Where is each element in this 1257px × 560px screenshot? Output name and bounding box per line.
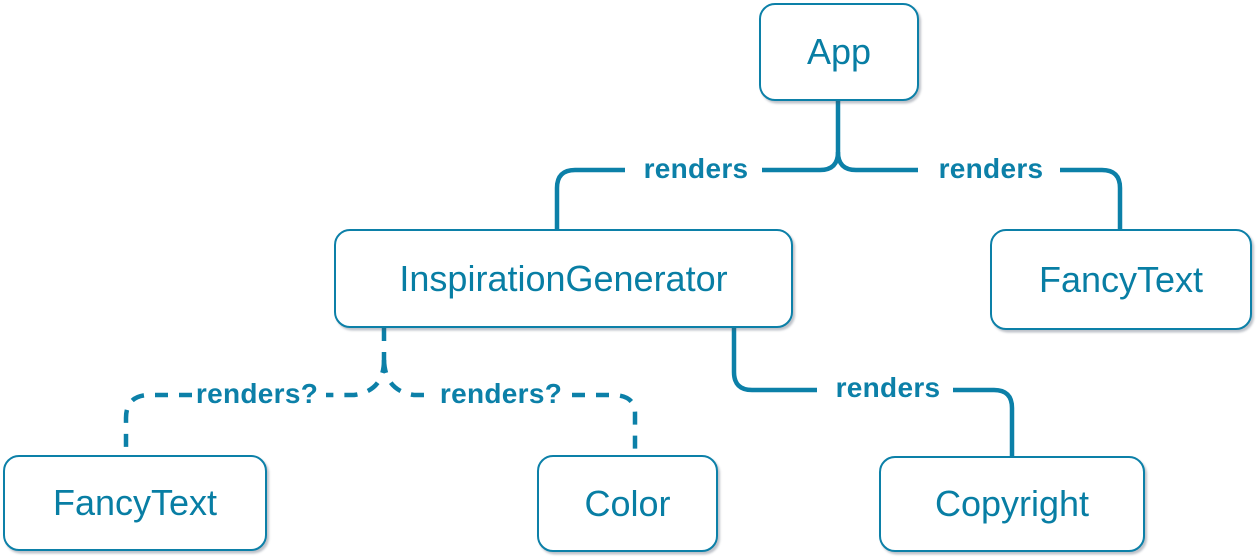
node-fancy-text-bottom-label: FancyText — [52, 482, 218, 523]
edge-inspirationgenerator-to-fancytext-fork — [326, 359, 387, 398]
node-inspiration-generator-label: InspirationGenerator — [399, 257, 728, 299]
edge-inspirationgenerator-to-color-fork — [381, 359, 432, 398]
node-color: Color — [537, 455, 718, 552]
node-app: App — [759, 3, 919, 101]
edge-label-inspirationgenerator-copyright: renders — [835, 372, 941, 403]
node-fancy-text-bottom: FancyText — [3, 455, 267, 551]
edge-label-app-inspirationgenerator: renders — [643, 153, 749, 184]
edge-app-to-fancytext-stem — [835, 151, 918, 173]
node-color-label: Color — [584, 482, 671, 524]
node-fancy-text-top-label: FancyText — [1038, 258, 1204, 300]
node-app-label: App — [806, 31, 872, 72]
edge-inspirationgenerator-to-color-tail — [572, 392, 638, 455]
edge-label-inspirationgenerator-fancytext: renders? — [195, 378, 319, 409]
edge-label-app-fancytext: renders — [938, 153, 1044, 184]
edge-app-to-fancytext-tail — [1060, 167, 1123, 230]
node-copyright-label: Copyright — [934, 483, 1090, 524]
edge-inspirationgenerator-to-fancytext-tail — [123, 392, 192, 455]
edge-inspirationgenerator-to-copyright-stem — [731, 328, 817, 393]
node-fancy-text-top: FancyText — [990, 229, 1252, 330]
edge-app-to-inspirationgenerator-tail — [554, 167, 625, 229]
edge-app-to-inspirationgenerator-stem — [762, 101, 841, 173]
node-copyright: Copyright — [879, 456, 1145, 552]
edge-label-inspirationgenerator-color: renders? — [439, 378, 563, 409]
edge-inspirationgenerator-to-copyright-tail — [953, 387, 1015, 456]
node-inspiration-generator: InspirationGenerator — [334, 229, 793, 328]
